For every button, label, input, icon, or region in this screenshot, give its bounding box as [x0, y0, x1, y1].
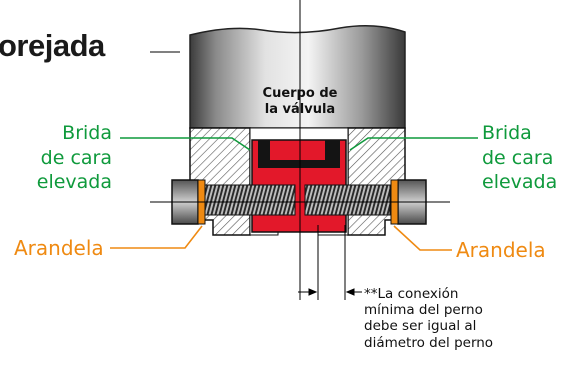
engagement-dimension [298, 225, 362, 300]
washer-leaders [110, 225, 452, 251]
engagement-note-line-4: diámetro del perno [364, 334, 494, 351]
bolt-left [204, 184, 296, 216]
bolt-right [304, 184, 391, 216]
valve-body [189, 25, 406, 129]
valve-core [249, 127, 349, 236]
flange-right-label-line-1: Brida [482, 122, 532, 144]
flange-right-label-line-3: elevada [482, 171, 558, 194]
flange-left-label-line-2: de cara [40, 146, 112, 169]
engagement-note-line-1: **La conexión [364, 286, 459, 302]
flange-right-label: Brida de cara elevada [482, 121, 562, 195]
valve-body-label-line-2: la válvula [264, 101, 336, 117]
valve-body-label: Cuerpo de la válvula [252, 86, 348, 117]
engagement-note-line-3: debe ser igual al [364, 318, 477, 335]
flange-left-label: Brida de cara elevada [30, 121, 112, 195]
flange-left-label-line-3: elevada [36, 171, 112, 194]
washer-right-label: Arandela [456, 238, 546, 262]
flange-leaders [120, 137, 478, 151]
page-title: orejada [0, 28, 105, 63]
washer-left-label: Arandela [14, 236, 104, 260]
flange-left-label-line-1: Brida [62, 122, 112, 144]
engagement-note: **La conexión mínima del perno debe ser … [364, 286, 493, 351]
flange-right-label-line-2: de cara [482, 146, 554, 169]
engagement-note-line-2: mínima del perno [364, 302, 483, 319]
valve-body-label-line-1: Cuerpo de [262, 86, 338, 101]
